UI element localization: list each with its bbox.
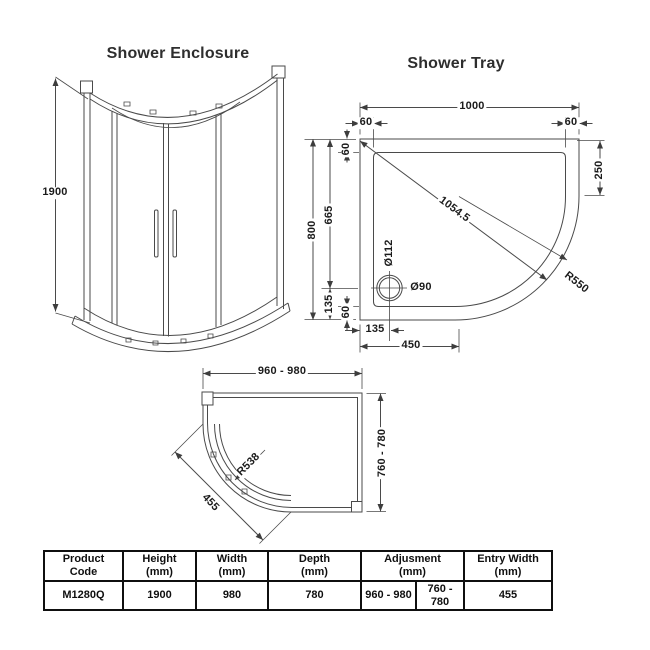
tray-rim-top-left-dim: 60 [357,116,375,129]
tray-rim-left-bottom-dim: 60 [340,303,353,321]
enclosure-line-art [52,66,291,352]
tray-left-lower-dim: 135 [323,292,336,316]
plan-width-dim: 960 - 980 [255,365,309,378]
waste-hole-dim: Ø90 [408,281,434,294]
door-handle-right [173,210,177,257]
tray-left-upper-dim: 665 [323,203,336,227]
header-entry-width: Entry Width(mm) [463,550,553,582]
header-adjustment: Adjusment(mm) [360,550,465,582]
corner-cap-bottom-right [352,502,363,513]
tray-depth-dim: 800 [306,218,319,242]
spec-table-data-row: M1280Q 1900 980 780 960 - 980 760 - 780 … [43,579,553,612]
cell-height: 1900 [122,579,197,612]
enclosure-title: Shower Enclosure [106,45,250,62]
enclosure-height-dim: 1900 [40,186,70,199]
tray-title: Shower Tray [407,55,505,72]
plan-line-art [172,368,387,544]
header-depth: Depth(mm) [267,550,362,582]
cell-width: 980 [195,579,269,612]
cell-product-code: M1280Q [43,579,124,612]
tray-rim-left-top-dim: 60 [340,140,353,158]
waste-offset-dim: 135 [363,323,387,336]
plan-depth-dim: 760 - 780 [376,426,389,480]
cell-adjustment-depth: 760 - 780 [415,579,465,612]
door-handle-left [155,210,159,257]
cell-entry-width: 455 [463,579,553,612]
header-height: Height(mm) [122,550,197,582]
tray-rim-top-right-dim: 60 [562,116,580,129]
corner-cap-top-left [202,392,213,405]
header-width: Width(mm) [195,550,269,582]
waste-flange-dim: Ø112 [383,237,396,269]
tray-right-curve-dim: 250 [593,158,606,182]
cell-depth: 780 [267,579,362,612]
tray-flat-bottom-dim: 450 [399,339,423,352]
cell-adjustment-width: 960 - 980 [360,579,417,612]
tray-width-dim: 1000 [457,100,487,113]
